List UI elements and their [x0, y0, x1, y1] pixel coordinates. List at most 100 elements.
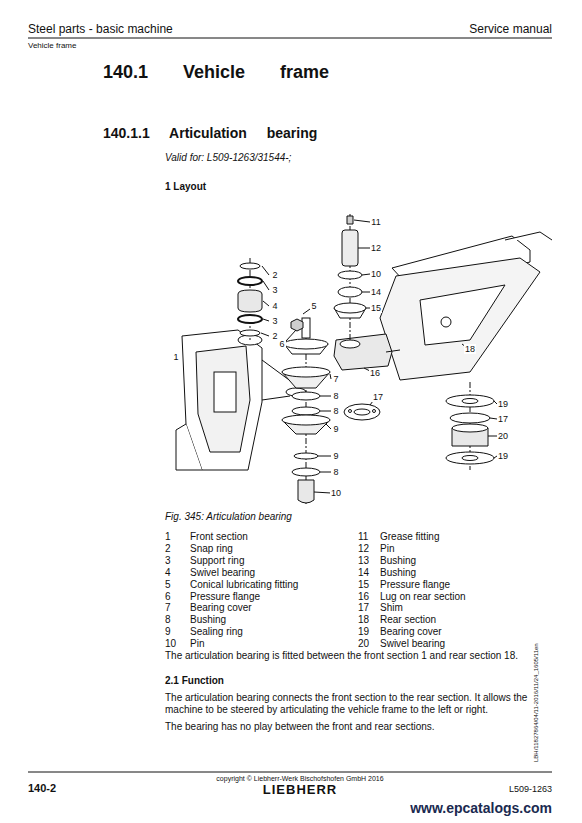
left-bearing-stack: [238, 315, 262, 323]
callout-number: 5: [310, 301, 317, 312]
legend-text: Grease fitting: [380, 531, 439, 543]
callout-number: 11: [370, 217, 381, 228]
callout-number: 8: [332, 467, 339, 478]
legend-number: 13: [358, 555, 369, 567]
upper-pin-stack: [334, 214, 370, 340]
rule-line: [28, 38, 552, 39]
center-pin-stack: [294, 453, 318, 459]
lug-on-rear-section: [334, 334, 400, 371]
callout-number: 3: [271, 316, 278, 327]
front-section: [214, 372, 236, 412]
front-section: [176, 330, 306, 470]
legend-number: 2: [165, 543, 171, 555]
rear-section: [505, 232, 552, 240]
legend-number: 8: [165, 614, 171, 626]
lug-on-rear-section: [340, 340, 360, 348]
left-bearing-stack: [238, 290, 262, 312]
figure-caption: Fig. 345: Articulation bearing: [165, 511, 292, 523]
rear-section: [380, 232, 552, 380]
section-heading: 140.1.1 Articulation bearing: [103, 125, 317, 142]
front-section: [176, 424, 202, 470]
callout-number: 9: [332, 451, 339, 462]
callout-number: 8: [332, 391, 339, 402]
legend-number: 18: [358, 614, 369, 626]
callout-number: 17: [372, 392, 384, 403]
page-title: 140.1 Vehicle frame: [103, 62, 329, 84]
right-bearing-stack: [446, 452, 494, 464]
callout-number: 7: [332, 374, 339, 385]
legend-number: 3: [165, 555, 171, 567]
shim: [354, 409, 370, 415]
center-pin-stack: [291, 319, 303, 331]
upper-pin-stack: [338, 271, 362, 279]
shim: [349, 410, 352, 413]
center-pin-stack: [292, 468, 320, 476]
shim: [344, 401, 380, 420]
callout-number: 16: [369, 368, 381, 379]
legend-text: Lug on rear section: [380, 591, 466, 603]
header-text: Service manual: [469, 22, 552, 36]
legend-text: Pin: [190, 638, 204, 650]
legend-number: 4: [165, 567, 171, 579]
rule-line: [28, 38, 552, 772]
left-bearing-stack: [261, 266, 269, 336]
callout-number: 2: [271, 331, 278, 342]
legend-text: Swivel bearing: [380, 638, 445, 650]
center-pin-stack: [286, 309, 331, 493]
callout-number: 2: [271, 270, 278, 281]
model-number: L509-1263: [509, 784, 552, 795]
legend-text: Swivel bearing: [190, 567, 255, 579]
center-pin-stack: [282, 415, 330, 425]
callout-number: 10: [330, 488, 342, 499]
subsection-heading: 2.1 Function: [165, 675, 224, 687]
callout-number: 6: [278, 339, 285, 350]
legend-number: 9: [165, 626, 171, 638]
right-bearing-stack: [446, 382, 497, 470]
subsection-heading: 1 Layout: [165, 181, 206, 193]
legend-text: Pin: [380, 543, 394, 555]
legend-number: 15: [358, 579, 369, 591]
legend-text: Bushing: [380, 555, 416, 567]
legend-text: Support ring: [190, 555, 244, 567]
center-pin-stack: [284, 339, 328, 349]
legend-text: Front section: [190, 531, 248, 543]
center-pin-stack: [292, 392, 320, 400]
legend-text: Bearing cover: [380, 626, 442, 638]
legend-text: Bearing cover: [190, 602, 252, 614]
callout-number: 1: [172, 352, 179, 363]
legend-text: Snap ring: [190, 543, 233, 555]
legend-text: Pressure flange: [380, 579, 450, 591]
legend-number: 11: [358, 531, 368, 543]
legend-text: Shim: [380, 602, 403, 614]
rear-section: [420, 285, 505, 345]
page-number: 140-2: [28, 782, 56, 795]
legend-number: 6: [165, 591, 171, 603]
legend-number: 5: [165, 579, 171, 591]
upper-pin-stack: [347, 216, 353, 224]
legend-number: 17: [358, 602, 369, 614]
legend-number: 12: [358, 543, 369, 555]
watermark: www.epcatalogs.com: [410, 800, 552, 817]
right-bearing-stack: [446, 395, 494, 407]
legend-text: Pressure flange: [190, 591, 260, 603]
validity-note: Valid for: L509-1263/31544-;: [165, 152, 291, 164]
upper-pin-stack: [342, 230, 358, 266]
callout-number: 15: [370, 303, 382, 314]
callout-number: 19: [497, 451, 509, 462]
lug-on-rear-section: [334, 334, 392, 370]
legend-text: Rear section: [380, 614, 436, 626]
legend-number: 7: [165, 602, 171, 614]
center-pin-stack: [298, 480, 314, 503]
callout-number: 19: [497, 399, 509, 410]
left-bearing-stack: [240, 263, 260, 269]
legend-number: 19: [358, 626, 369, 638]
callout-number: 18: [464, 344, 476, 355]
callout-number: 8: [332, 406, 339, 417]
center-pin-stack: [292, 407, 320, 415]
legend-text: Bushing: [380, 567, 416, 579]
document-code: LBH/11827864/04/11-2016/11/24_1605/11en: [533, 643, 540, 762]
rear-section: [441, 317, 451, 327]
upper-pin-stack: [338, 287, 362, 297]
rule-line: [28, 772, 552, 773]
